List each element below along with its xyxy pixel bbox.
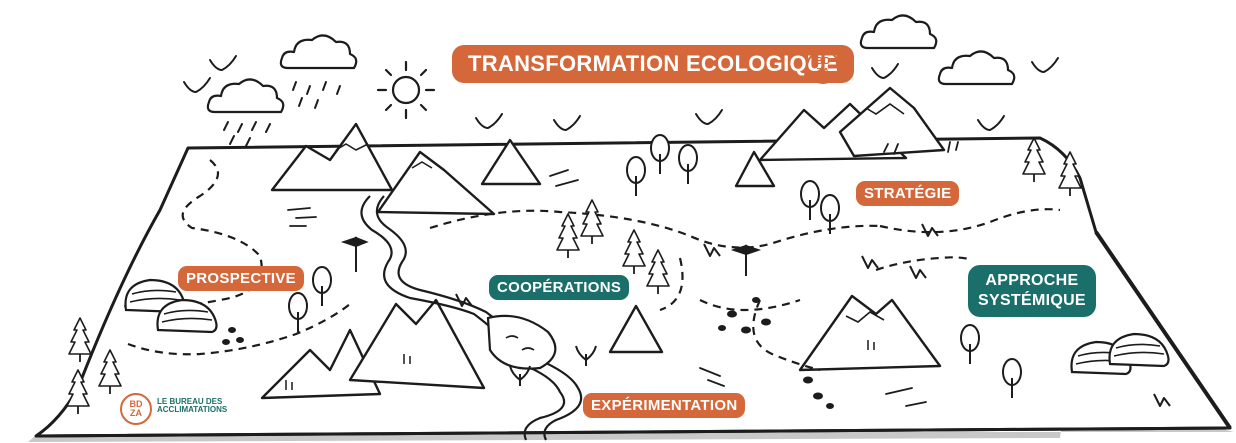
label-cooperations: Coopérations [489,275,630,300]
mountain-icon [260,298,486,400]
bdza-logo: BD ZA [806,50,840,84]
flag-icon [340,236,762,276]
bird-icon [695,109,723,125]
stepping-stones [222,297,834,409]
bird-icon [475,113,503,129]
cloud-icon [937,50,1016,86]
fir-tree-icon [68,317,92,363]
logo-line1: BD [815,56,831,67]
bird-icon [871,63,899,79]
logo-small-line2: ZA [130,408,142,419]
bird-icon [183,77,211,93]
label-strategie: Stratégie [856,181,960,206]
approche-line1: Approche [985,272,1079,289]
river [360,195,566,441]
cloud-icon [279,34,358,70]
brand-line1: LE BUREAU DES [157,397,223,406]
logo-line2: ZA [816,66,830,78]
bird-icon [977,115,1005,131]
bdza-logo-small: BD ZA [120,393,152,425]
label-experimentation: Expérimentation [583,393,746,418]
brand-line2: ACCLIMATATIONS [157,405,228,415]
bird-icon [1031,57,1059,73]
label-prospective: Prospective [178,266,304,291]
cloud-icon [859,14,938,50]
logo-small-line1: BD [129,399,143,409]
approche-line2: Systémique [978,292,1086,309]
brand-name: LE BUREAU DES ACCLIMATATIONS [157,397,228,415]
map-title: Transformation Ecologique [452,45,855,83]
sun-icon [376,60,436,120]
label-approche-systemique: Approche Systémique [968,265,1096,317]
mountain-icon [270,86,946,372]
bird-icon [209,55,237,71]
rain-icon [223,81,341,147]
cloud-icon [206,78,285,114]
bird-icon [553,115,581,131]
